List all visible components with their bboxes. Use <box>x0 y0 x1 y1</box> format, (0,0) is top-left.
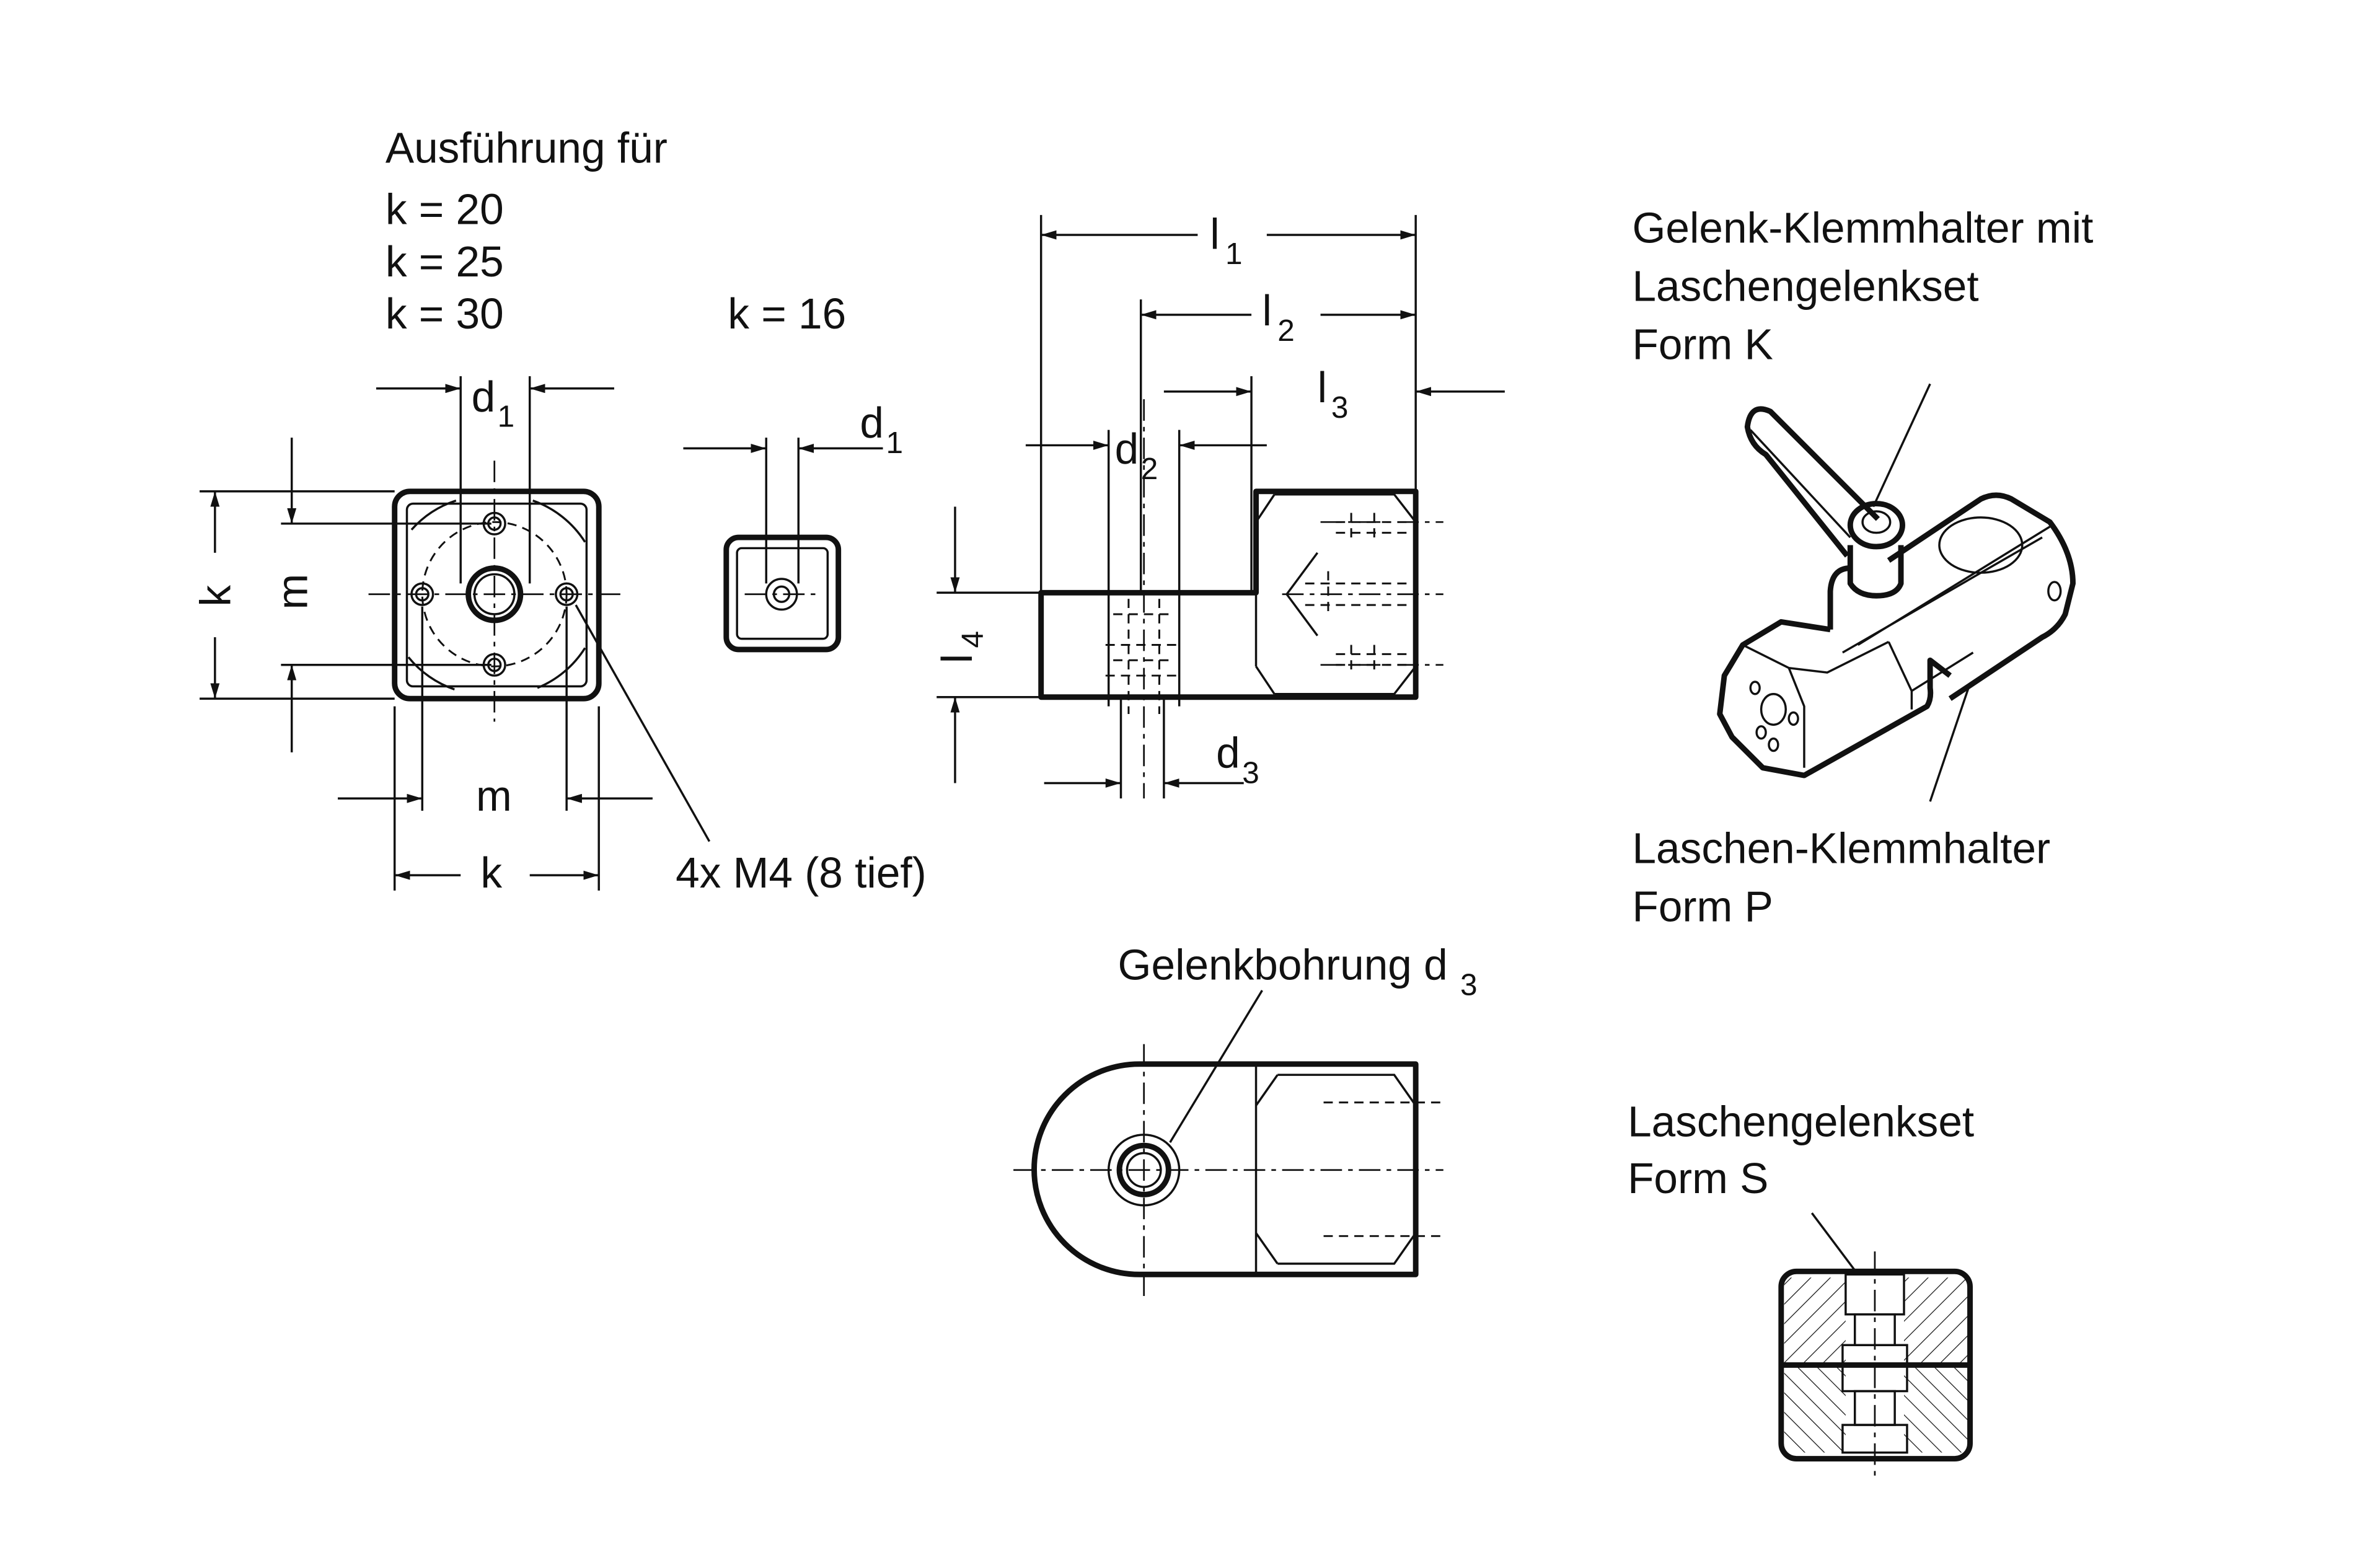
thread-note: 4x M4 (8 tief) <box>676 848 927 897</box>
l2-label: l <box>1262 286 1271 335</box>
l3-label: l <box>1318 363 1327 412</box>
iso-bottom-label-line1: Laschen-Klemmhalter <box>1632 824 2050 872</box>
section-view: Laschengelenkset Form S <box>1628 1097 1974 1478</box>
m-horizontal-label: m <box>476 772 512 820</box>
d3-subscript: 3 <box>1242 756 1259 790</box>
bottom-view: Gelenkbohrung d 3 <box>1013 941 1478 1298</box>
front-view: d 1 m k m k 4x M4 (8 tief) <box>192 372 927 897</box>
d2-subscript: 2 <box>1141 452 1158 486</box>
k-value-16: k = 16 <box>728 289 846 338</box>
l3-subscript: 3 <box>1331 390 1349 425</box>
d3-label: d <box>1216 729 1240 777</box>
d2-label: d <box>1115 425 1139 473</box>
l2-subscript: 2 <box>1277 314 1295 348</box>
iso-top-label-line3: Form K <box>1632 320 1773 369</box>
k-value-20: k = 20 <box>386 185 504 234</box>
small-front-view: d 1 <box>683 399 903 653</box>
side-view: l 1 l 2 l 3 d 2 l 4 d 3 <box>933 209 1505 799</box>
isometric-view: Gelenk-Klemmhalter mit Laschengelenkset … <box>1632 203 2093 930</box>
thread-hole <box>410 582 434 606</box>
variant-header: Ausführung für k = 20 k = 25 k = 30 k = … <box>386 124 846 338</box>
l4-subscript: 4 <box>956 631 990 648</box>
k-value-25: k = 25 <box>386 237 504 286</box>
section-label-line2: Form S <box>1628 1154 1768 1202</box>
iso-bottom-label-line2: Form P <box>1632 882 1773 930</box>
m-vertical-label: m <box>268 574 316 610</box>
variant-title: Ausführung für <box>386 124 668 172</box>
l1-label: l <box>1210 209 1219 258</box>
k-horizontal-label: k <box>480 848 502 897</box>
joint-bore-subscript: 3 <box>1460 967 1478 1002</box>
thread-hole <box>555 582 579 606</box>
small-d1-label: d <box>860 399 884 447</box>
l1-subscript: 1 <box>1225 237 1243 271</box>
iso-top-label-line2: Laschengelenkset <box>1632 262 1978 311</box>
d1-dimension-label: d <box>472 372 496 421</box>
iso-top-label-line1: Gelenk-Klemmhalter mit <box>1632 203 2093 252</box>
k-value-30: k = 30 <box>386 289 504 338</box>
section-label-line1: Laschengelenkset <box>1628 1097 1974 1145</box>
joint-bore-label: Gelenkbohrung d <box>1118 941 1448 989</box>
small-d1-subscript: 1 <box>886 426 903 460</box>
k-vertical-label: k <box>192 585 240 607</box>
l4-label: l <box>933 654 981 663</box>
d1-dimension-subscript: 1 <box>498 400 515 434</box>
